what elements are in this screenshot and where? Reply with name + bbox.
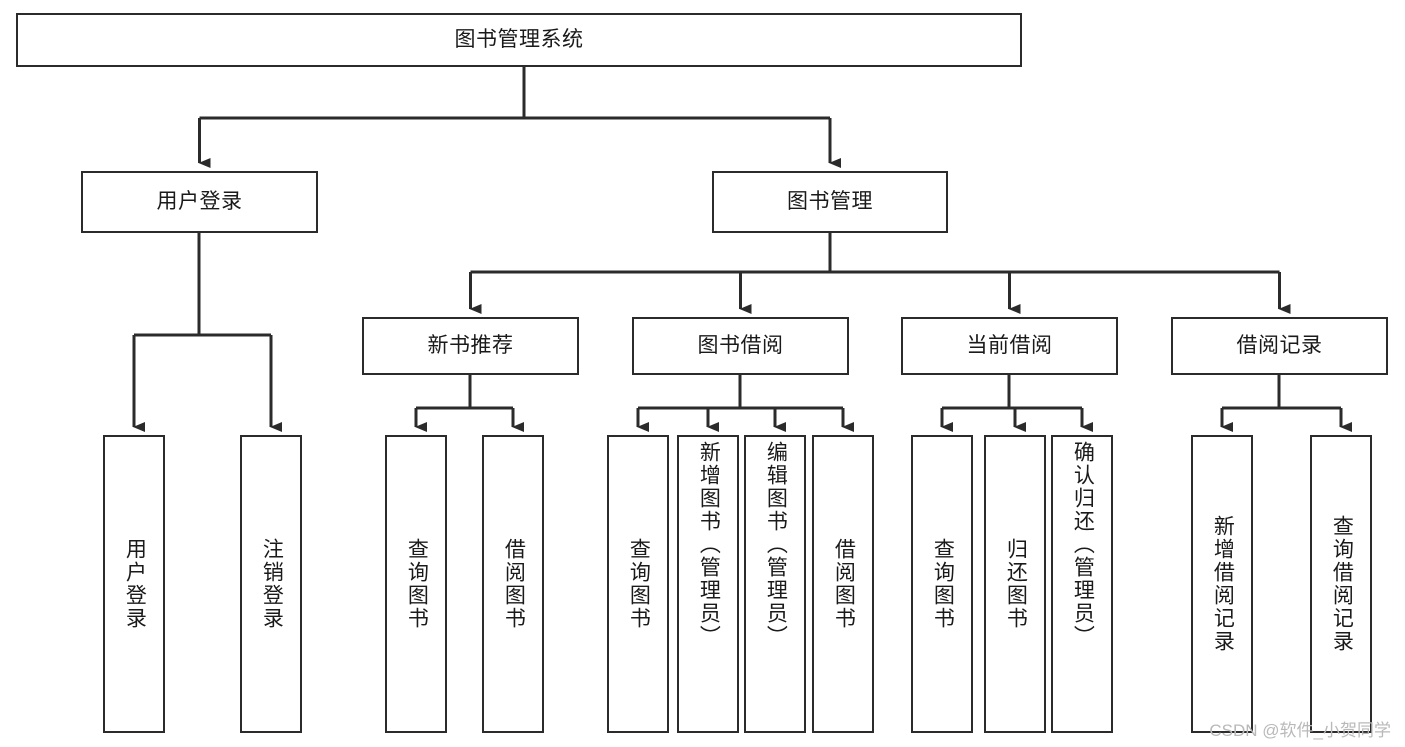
node-leaf-query-record[interactable]: 查询借阅记录 xyxy=(1310,435,1372,733)
node-label-current-borrow: 当前借阅 xyxy=(966,333,1053,357)
node-label-leaf-query-book-2: 查询图书 xyxy=(627,538,651,630)
node-leaf-borrow-book-1[interactable]: 借阅图书 xyxy=(482,435,544,733)
node-label-new-book-rec: 新书推荐 xyxy=(427,333,514,357)
node-leaf-query-book-2[interactable]: 查询图书 xyxy=(607,435,669,733)
connector-group xyxy=(132,67,1352,432)
node-label-root: 图书管理系统 xyxy=(454,27,584,51)
node-leaf-user-login[interactable]: 用户登录 xyxy=(103,435,165,733)
node-borrow-record[interactable]: 借阅记录 xyxy=(1171,317,1388,375)
node-label-book-borrow: 图书借阅 xyxy=(697,333,784,357)
node-label-leaf-return-book: 归还图书 xyxy=(1004,538,1028,630)
node-label-leaf-confirm-return: 确认归还（管理员） xyxy=(1071,441,1095,648)
node-label-leaf-borrow-book-2: 借阅图书 xyxy=(832,538,856,630)
node-label-leaf-add-record: 新增借阅记录 xyxy=(1211,515,1235,653)
node-leaf-borrow-book-2[interactable]: 借阅图书 xyxy=(812,435,874,733)
node-label-book-manage: 图书管理 xyxy=(787,189,873,213)
node-label-leaf-user-login: 用户登录 xyxy=(123,538,147,630)
node-root[interactable]: 图书管理系统 xyxy=(16,13,1022,67)
node-label-leaf-edit-book: 编辑图书（管理员） xyxy=(764,441,788,648)
node-leaf-query-book-3[interactable]: 查询图书 xyxy=(911,435,973,733)
node-leaf-query-book-1[interactable]: 查询图书 xyxy=(385,435,447,733)
node-leaf-edit-book[interactable]: 编辑图书（管理员） xyxy=(744,435,806,733)
node-label-borrow-record: 借阅记录 xyxy=(1236,333,1323,357)
node-label-leaf-query-record: 查询借阅记录 xyxy=(1330,515,1354,653)
node-label-leaf-borrow-book-1: 借阅图书 xyxy=(502,538,526,630)
node-label-leaf-query-book-1: 查询图书 xyxy=(405,538,429,630)
node-leaf-confirm-return[interactable]: 确认归还（管理员） xyxy=(1051,435,1113,733)
node-label-user-login: 用户登录 xyxy=(156,189,243,213)
node-label-leaf-logout: 注销登录 xyxy=(260,538,284,630)
node-label-leaf-query-book-3: 查询图书 xyxy=(931,538,955,630)
node-current-borrow[interactable]: 当前借阅 xyxy=(901,317,1118,375)
node-leaf-add-book[interactable]: 新增图书（管理员） xyxy=(677,435,739,733)
node-label-leaf-add-book: 新增图书（管理员） xyxy=(697,441,721,648)
node-leaf-logout[interactable]: 注销登录 xyxy=(240,435,302,733)
node-user-login[interactable]: 用户登录 xyxy=(81,171,318,233)
node-leaf-add-record[interactable]: 新增借阅记录 xyxy=(1191,435,1253,733)
node-book-borrow[interactable]: 图书借阅 xyxy=(632,317,849,375)
node-book-manage[interactable]: 图书管理 xyxy=(712,171,948,233)
node-new-book-rec[interactable]: 新书推荐 xyxy=(362,317,579,375)
node-leaf-return-book[interactable]: 归还图书 xyxy=(984,435,1046,733)
